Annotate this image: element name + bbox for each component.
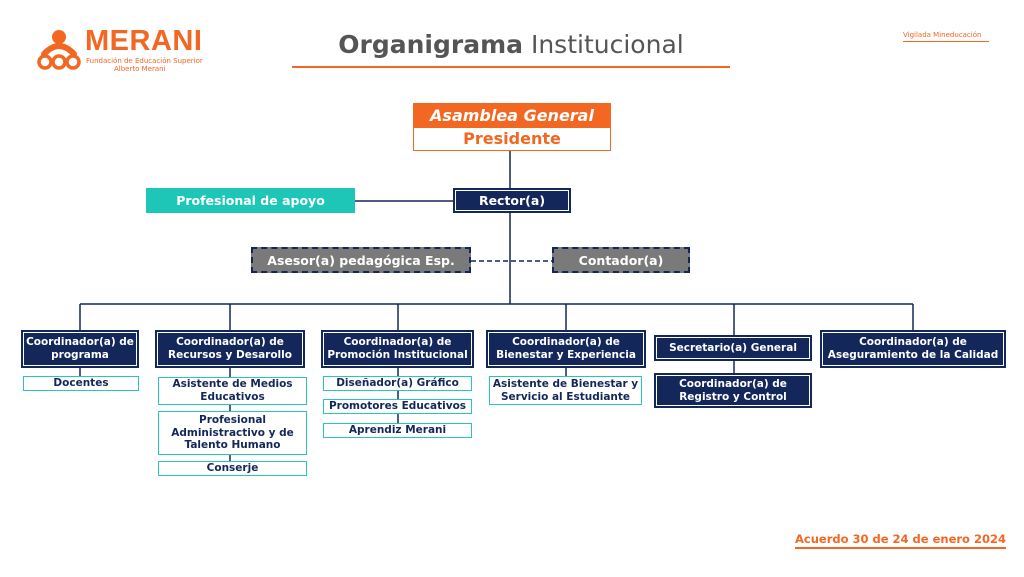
- title-light: Institucional: [530, 30, 684, 59]
- sub-registro-control: Coordinador(a) de Registro y Control: [654, 373, 812, 408]
- sub-aprendiz: Aprendiz Merani: [323, 423, 472, 438]
- footer-acuerdo: Acuerdo 30 de 24 de enero 2024: [795, 532, 1006, 546]
- people-logo-icon: [37, 30, 81, 70]
- profesional-apoyo-box: Profesional de apoyo: [146, 188, 355, 213]
- coordinator-recursos: Coordinador(a) de Recursos y Desarollo: [155, 330, 305, 368]
- title-bold: Organigrama: [338, 30, 524, 59]
- title-underline: [292, 66, 730, 68]
- vigilada-label: Vigilada Mineducación: [903, 31, 982, 39]
- coordinator-programa: Coordinador(a) de programa: [21, 330, 139, 368]
- sub-conserje: Conserje: [158, 461, 307, 476]
- vigilada-underline: [903, 41, 989, 42]
- coordinator-aseguramiento: Coordinador(a) de Aseguramiento de la Ca…: [820, 330, 1006, 368]
- logo-subtitle-2: Alberto Merani: [114, 65, 166, 73]
- secretario-general: Secretario(a) General: [654, 335, 812, 361]
- logo-subtitle-1: Fundación de Educación Superior: [86, 57, 203, 65]
- sub-asistente-medios: Asistente de Medios Educativos: [158, 377, 307, 405]
- sub-promotores: Promotores Educativos: [323, 399, 472, 414]
- sub-disenador: Diseñador(a) Gráfico: [323, 376, 472, 391]
- asesor-box: Asesor(a) pedagógica Esp.: [251, 247, 471, 273]
- contador-box: Contador(a): [552, 247, 690, 273]
- coordinator-bienestar: Coordinador(a) de Bienestar y Experienci…: [486, 330, 646, 368]
- coordinator-promocion: Coordinador(a) de Promoción Instituciona…: [321, 330, 474, 368]
- sub-docentes: Docentes: [23, 376, 139, 391]
- page-title: Organigrama Institucional: [292, 30, 730, 59]
- merani-logo: MERANI Fundación de Educación Superior A…: [36, 25, 226, 76]
- logo-name: MERANI: [85, 25, 203, 57]
- sub-profesional-administrativo: Profesional Administractivo y de Talento…: [158, 411, 307, 455]
- sub-asistente-bienestar: Asistente de Bienestar y Servicio al Est…: [489, 376, 642, 405]
- asamblea-general: Asamblea General: [414, 104, 610, 128]
- rector-box: Rector(a): [453, 188, 571, 213]
- footer-underline: [795, 547, 1006, 549]
- presidente: Presidente: [463, 129, 561, 149]
- asamblea-presidente-box: Asamblea General Presidente: [413, 103, 611, 151]
